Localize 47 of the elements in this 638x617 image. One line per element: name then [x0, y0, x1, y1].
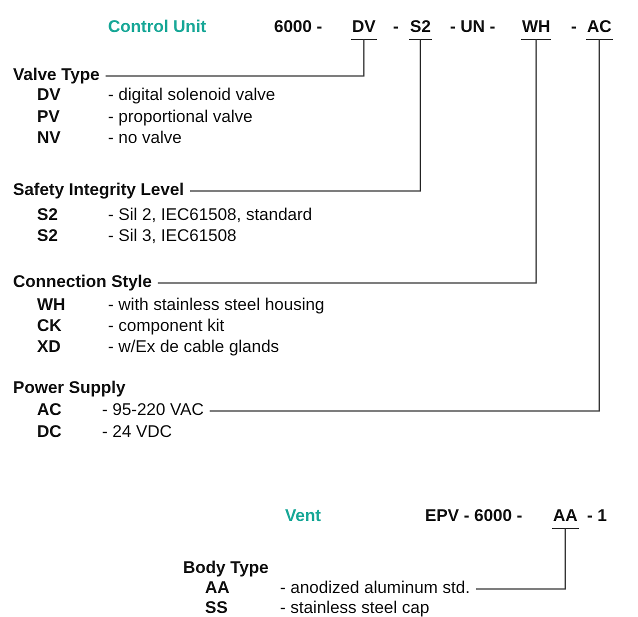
code-text: EPV - 6000 -: [425, 506, 522, 526]
option-code: XD: [37, 337, 61, 357]
code-segment: AC: [586, 17, 613, 40]
option-description: - digital solenoid valve: [108, 85, 276, 105]
code-text: - UN -: [450, 17, 496, 37]
option-description: - Sil 3, IEC61508: [108, 226, 237, 246]
option-code: CK: [37, 316, 62, 336]
group-heading: Body Type: [183, 558, 269, 578]
leader-line: [190, 40, 422, 192]
option-description: - 24 VDC: [102, 422, 172, 442]
code-segment: AA: [552, 506, 579, 529]
leader-line: [476, 529, 566, 590]
option-description: - 95-220 VAC: [102, 400, 204, 420]
option-description: - with stainless steel housing: [108, 295, 324, 315]
option-code: S2: [37, 226, 58, 246]
code-text: 6000 -: [274, 17, 322, 37]
code-segment: S2: [409, 17, 432, 40]
option-code: S2: [37, 205, 58, 225]
code-text: -: [571, 17, 577, 37]
option-description: - no valve: [108, 128, 182, 148]
option-code: AC: [37, 400, 62, 420]
option-description: - w/Ex de cable glands: [108, 337, 280, 357]
group-heading: Valve Type: [13, 65, 100, 85]
option-code: NV: [37, 128, 61, 148]
option-description: - anodized aluminum std.: [280, 578, 470, 598]
option-code: WH: [37, 295, 66, 315]
group-heading: Power Supply: [13, 378, 126, 398]
group-heading: Safety Integrity Level: [13, 180, 184, 200]
option-description: - component kit: [108, 316, 224, 336]
option-code: SS: [205, 598, 228, 617]
leader-line: [106, 40, 364, 77]
option-code: PV: [37, 107, 60, 127]
product-name: Vent: [285, 506, 321, 526]
code-segment: WH: [521, 17, 552, 40]
option-code: DC: [37, 422, 62, 442]
group-heading: Connection Style: [13, 272, 152, 292]
option-code: AA: [205, 578, 230, 598]
code-text: - 1: [587, 506, 607, 526]
option-description: - stainless steel cap: [280, 598, 430, 617]
leader-line: [158, 40, 537, 284]
option-description: - Sil 2, IEC61508, standard: [108, 205, 312, 225]
code-segment: DV: [351, 17, 377, 40]
option-code: DV: [37, 85, 61, 105]
product-name: Control Unit: [108, 17, 206, 37]
option-description: - proportional valve: [108, 107, 253, 127]
leader-line: [210, 40, 600, 412]
code-text: -: [393, 17, 399, 37]
